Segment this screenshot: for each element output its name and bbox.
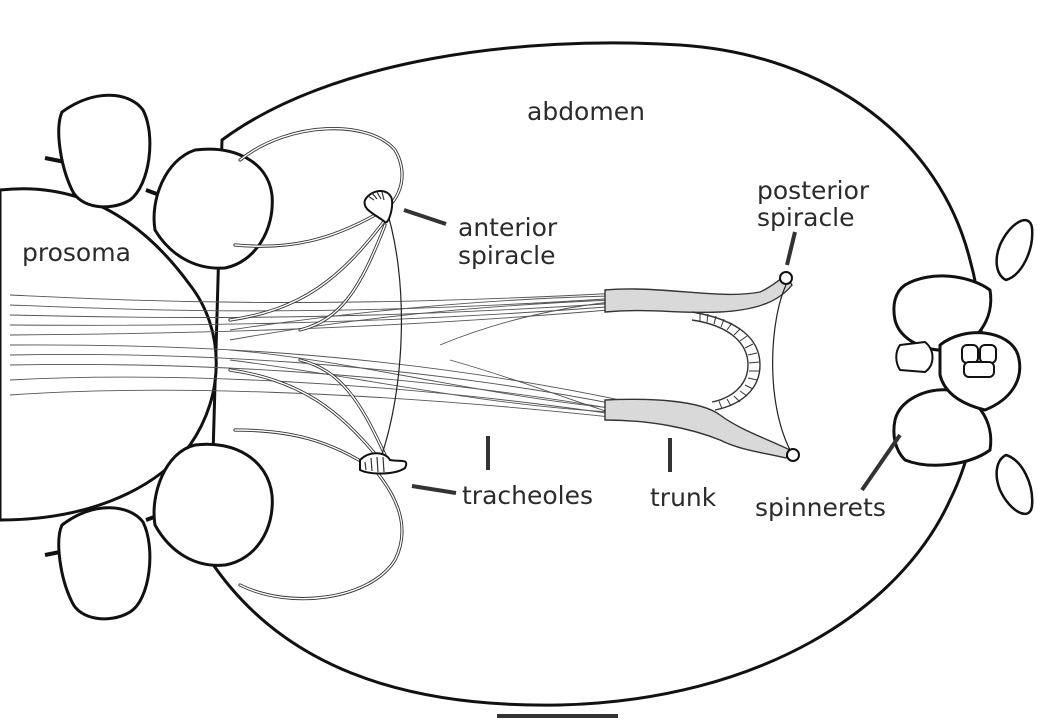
coxa-upper-inner: [154, 149, 272, 268]
posterior-spiracle-lower: [787, 449, 799, 461]
coxa-lower-outer: [59, 508, 150, 619]
coxa-upper-outer: [59, 95, 150, 207]
label-anterior-spiracle-line1: anterior: [458, 213, 558, 242]
label-posterior-spiracle-line2: spiracle: [757, 203, 855, 232]
label-posterior-spiracle-line1: posterior: [757, 176, 870, 205]
label-spinnerets: spinnerets: [755, 493, 886, 522]
label-abdomen: abdomen: [527, 97, 645, 126]
coxa-lower-inner: [154, 444, 272, 565]
label-prosoma: prosoma: [22, 238, 131, 267]
label-tracheoles: tracheoles: [462, 481, 593, 510]
label-anterior-spiracle-line2: spiracle: [458, 241, 556, 270]
label-trunk: trunk: [650, 483, 717, 512]
posterior-spiracle-upper: [780, 272, 792, 284]
